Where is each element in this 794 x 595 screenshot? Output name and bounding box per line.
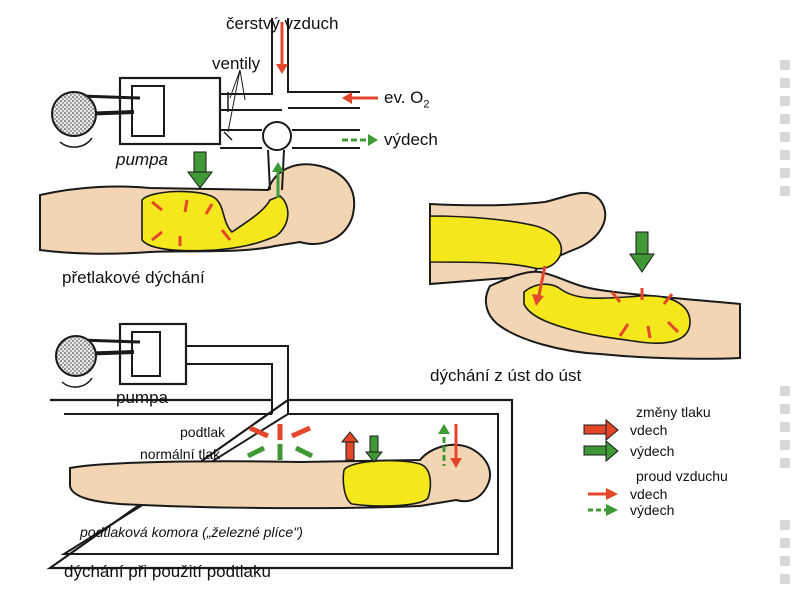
label-oxygen-sub: 2 bbox=[423, 98, 430, 111]
label-pump-bottom: pumpa bbox=[116, 388, 168, 407]
label-valves: ventily bbox=[212, 54, 261, 73]
legend-flow-title: proud vzduchu bbox=[636, 468, 728, 484]
legend-flow-exhale: výdech bbox=[630, 502, 675, 518]
pump-piston-bottom bbox=[131, 331, 161, 377]
chamber-inner bbox=[60, 413, 499, 555]
valve-head-top bbox=[262, 121, 292, 151]
label-oxygen: ev. O2 bbox=[384, 88, 430, 110]
legend-flow-inhale: vdech bbox=[630, 486, 668, 502]
label-pump-top: pumpa bbox=[116, 150, 168, 169]
label-oxygen-prefix: ev. O bbox=[384, 88, 424, 107]
lungs-top bbox=[141, 190, 289, 252]
label-chamber: podtlaková komora („železné plíce") bbox=[80, 524, 303, 540]
pump-wheel-bottom bbox=[55, 335, 97, 377]
pump-piston-top bbox=[131, 85, 165, 137]
label-positive-pressure: přetlakové dýchání bbox=[62, 268, 205, 287]
legend-pressure-title: změny tlaku bbox=[636, 404, 711, 420]
label-normal-pressure: normální tlak bbox=[140, 446, 221, 462]
label-negative-breathing: dýchání při použití podtlaku bbox=[64, 562, 271, 581]
label-exhale-top: výdech bbox=[384, 130, 438, 149]
legend-pressure-exhale: výdech bbox=[630, 443, 675, 459]
label-mouth-to-mouth: dýchání z úst do úst bbox=[430, 366, 582, 385]
rescuer-lungs bbox=[429, 215, 563, 270]
legend-arrows bbox=[583, 418, 619, 516]
label-negative-pressure: podtlak bbox=[180, 424, 226, 440]
lungs-bottom bbox=[342, 459, 432, 507]
legend-pressure-inhale: vdech bbox=[630, 422, 668, 438]
label-fresh-air: čerstvý vzduch bbox=[226, 14, 339, 33]
pump-wheel-top bbox=[51, 91, 97, 137]
